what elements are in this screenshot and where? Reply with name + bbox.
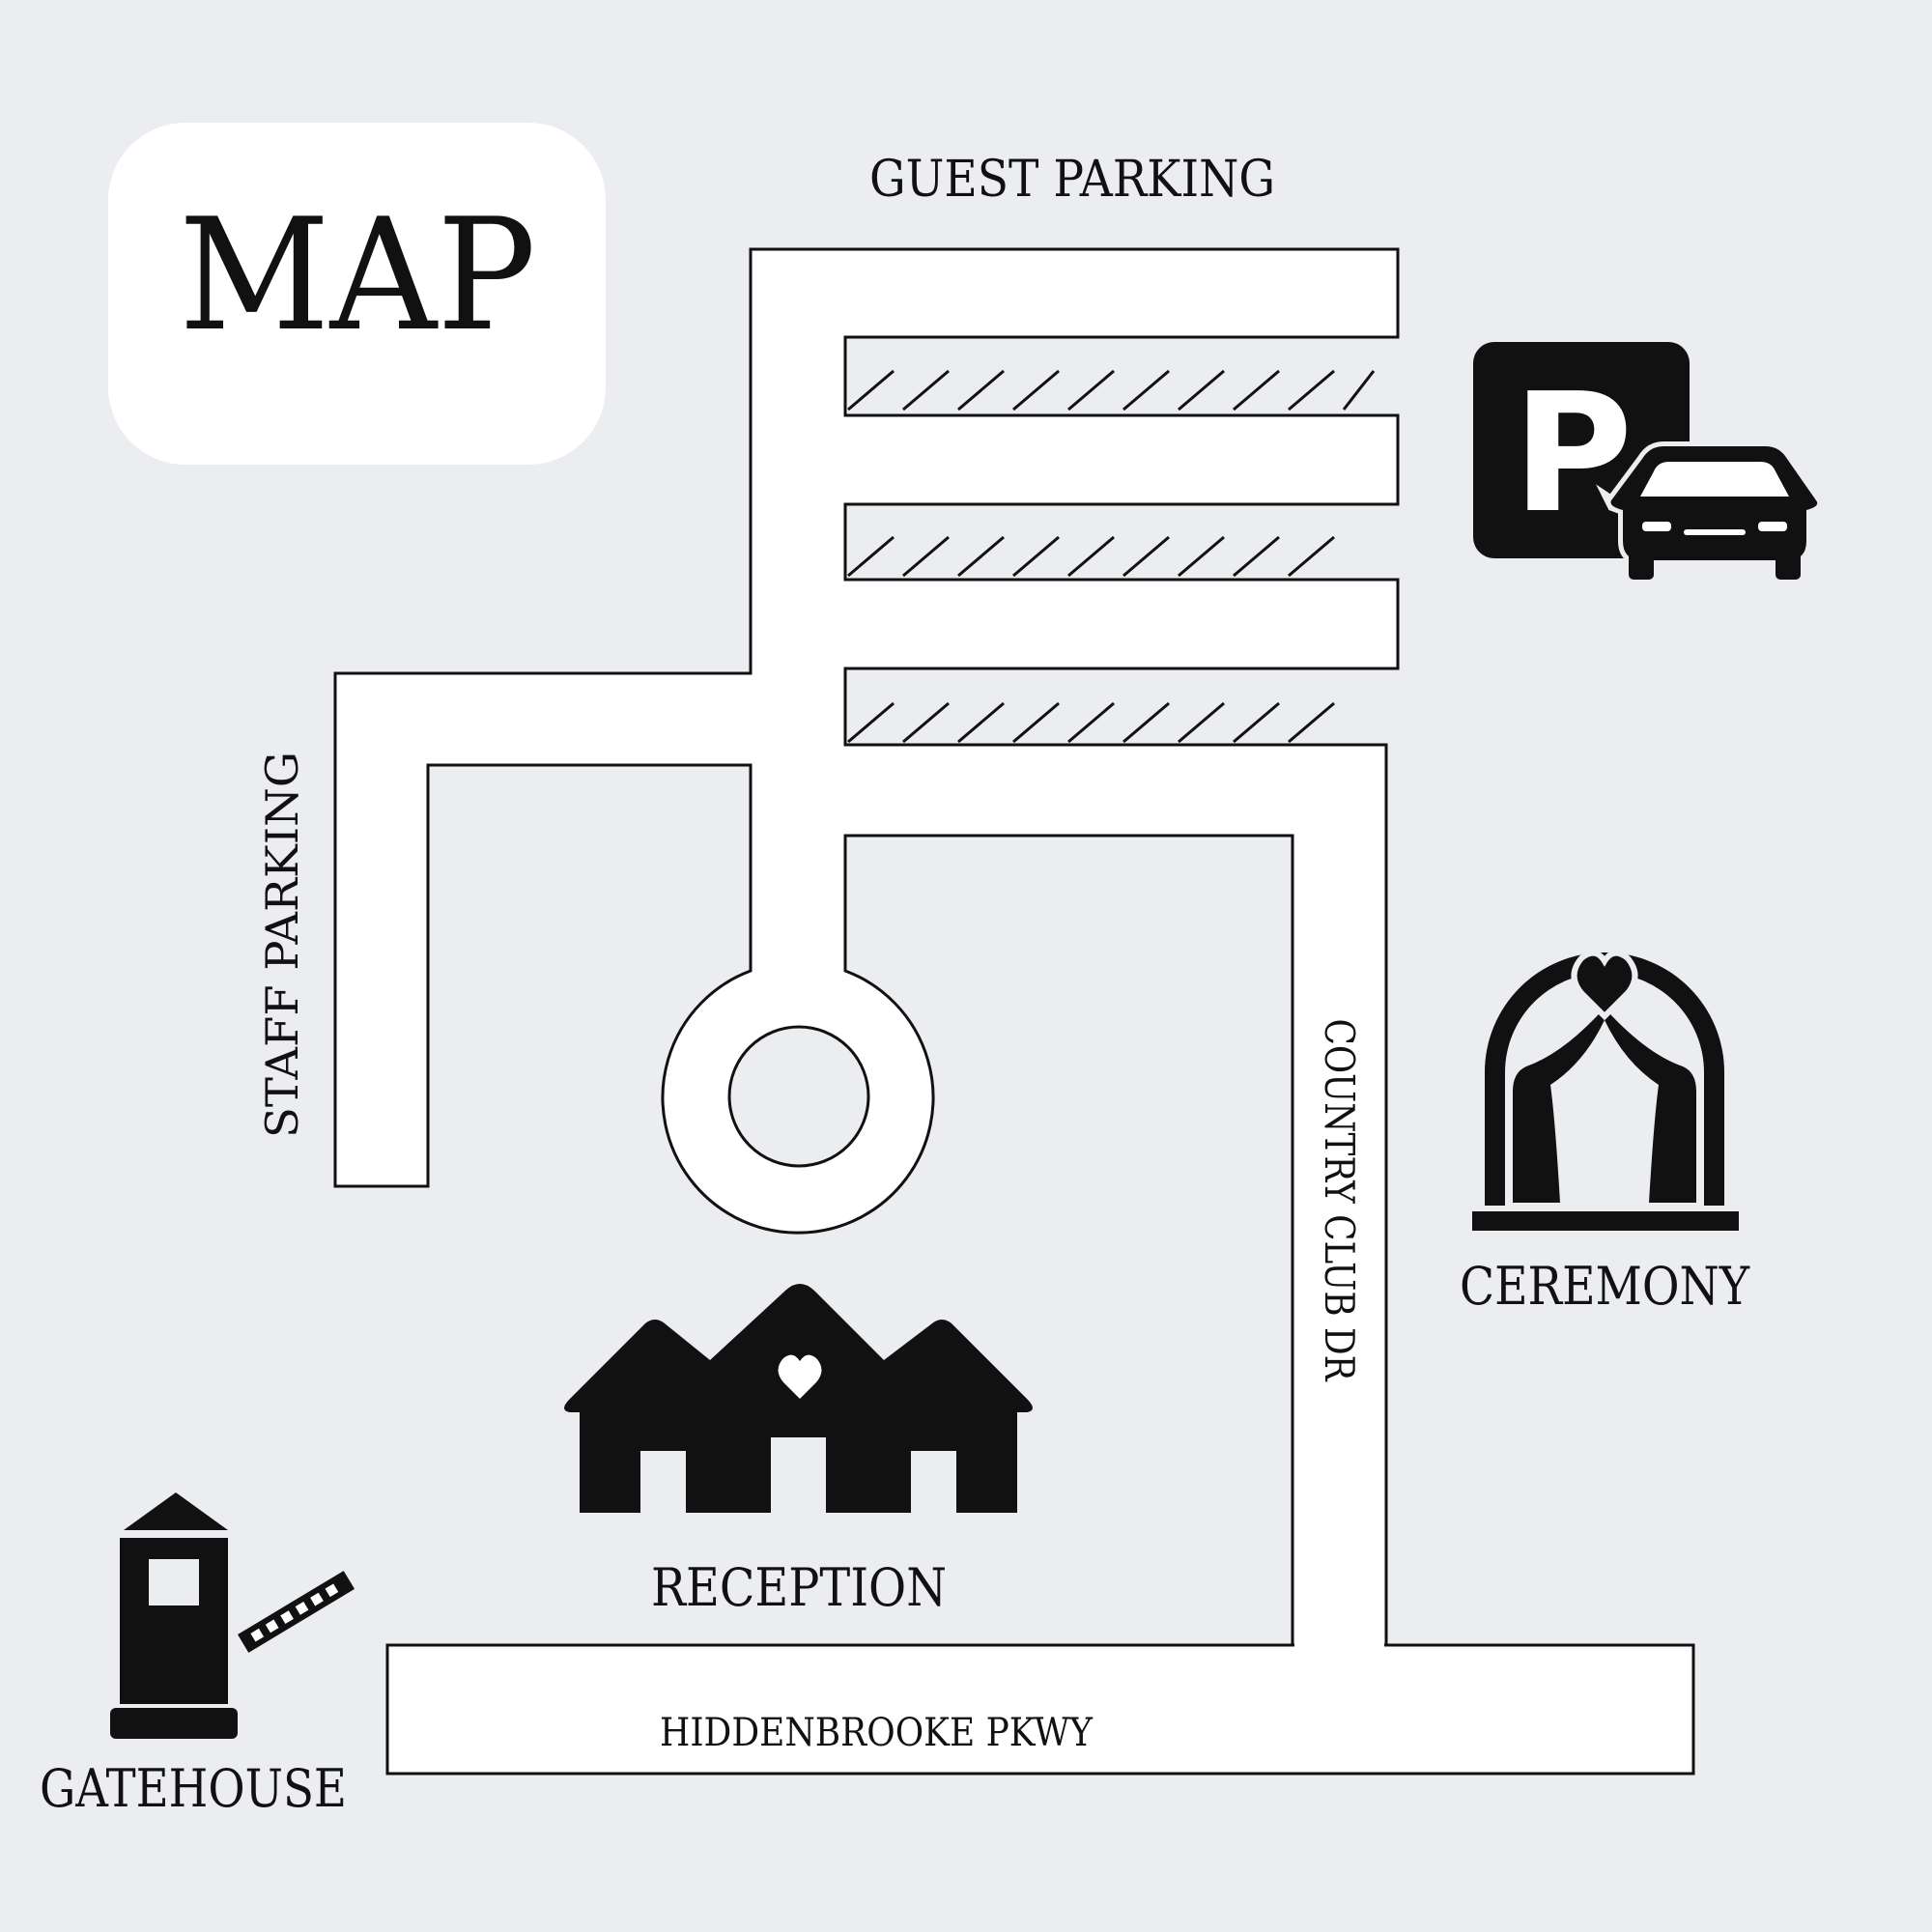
gatehouse-label: GATEHOUSE: [40, 1758, 347, 1819]
road-network: [333, 247, 1400, 1685]
parking-car-icon: P: [1473, 342, 1832, 580]
map-title: MAP: [179, 185, 536, 365]
reception-houses-heart-icon: [564, 1284, 1033, 1513]
ceremony-label: CEREMONY: [1460, 1256, 1750, 1317]
gatehouse-barrier-icon: [110, 1492, 355, 1739]
parking-stalls-row-2: [843, 506, 1386, 578]
country-club-dr-label: COUNTRY CLUB DR: [1316, 1019, 1363, 1382]
reception-label: RECEPTION: [651, 1557, 947, 1618]
title-card: [108, 123, 606, 465]
staff-parking-label: STAFF PARKING: [256, 752, 308, 1138]
parking-stalls-row-3: [843, 670, 1386, 744]
roundabout-island: [727, 1025, 870, 1168]
hiddenbrooke-pkwy-label: HIDDENBROOKE PKWY: [660, 1711, 1094, 1755]
wedding-arch-heart-icon: [1472, 950, 1739, 1231]
road-junction: [1294, 1642, 1384, 1650]
parking-stalls-row-1: [843, 339, 1386, 413]
parking-sign-letter: P: [1513, 358, 1634, 550]
guest-parking-label: GUEST PARKING: [869, 151, 1275, 209]
